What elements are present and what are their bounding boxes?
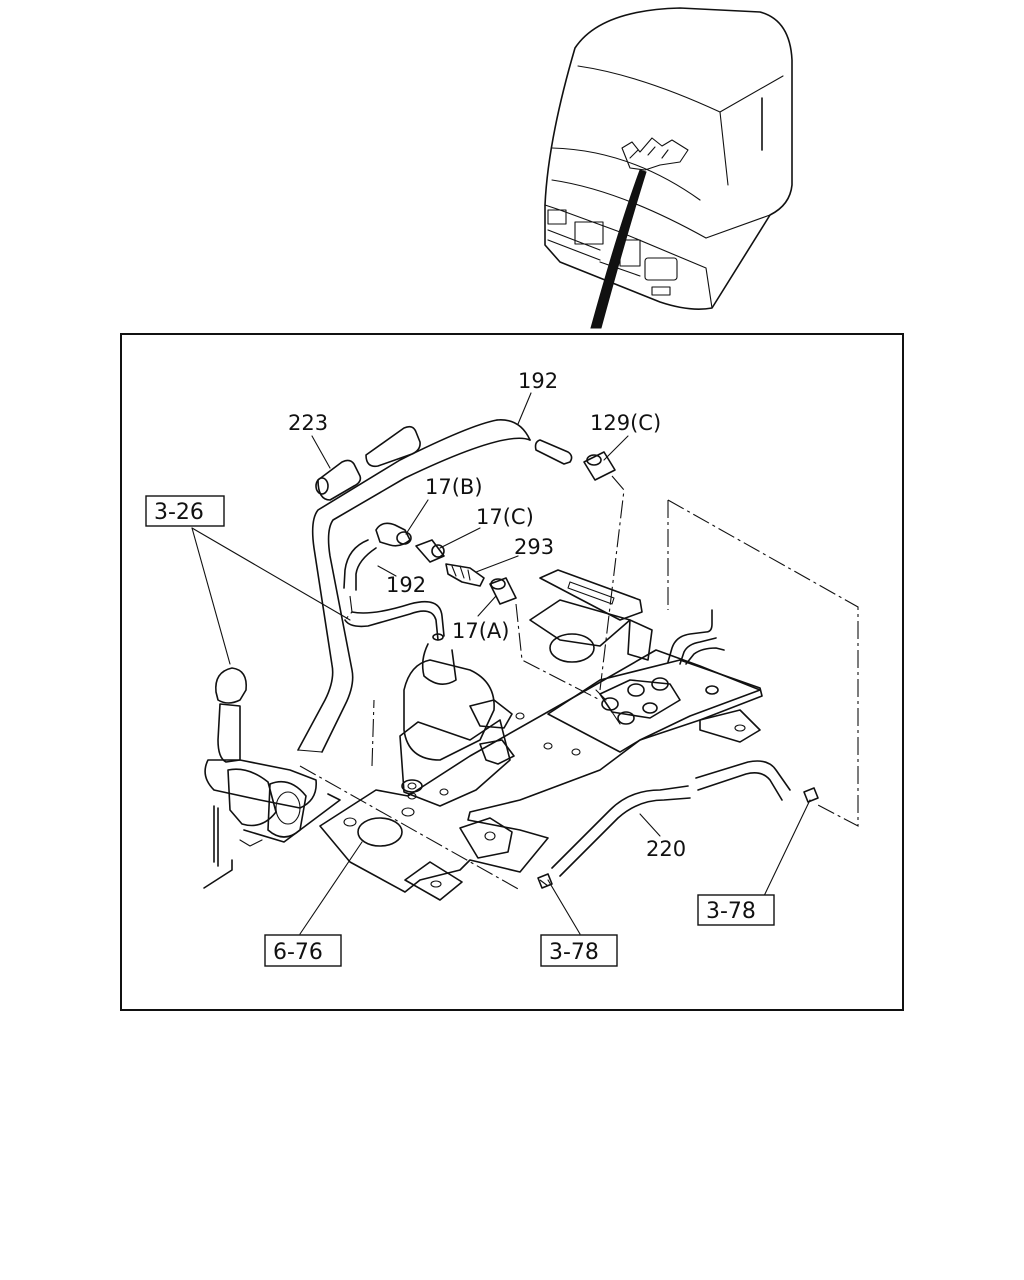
mounting-plate: [319, 649, 761, 901]
ref-6-76-text: 6-76: [273, 940, 323, 965]
regulator-assembly: [399, 643, 581, 807]
guide-line-left: [299, 699, 521, 891]
label-17b: 17(B): [425, 475, 483, 499]
diagram-frame: [120, 333, 904, 1011]
ref-3-26-text: 3-26: [154, 500, 204, 525]
label-17a: 17(A): [452, 619, 509, 643]
label-192-top: 192: [518, 369, 558, 393]
panel-outline: [667, 499, 859, 827]
part-labels: 192 223 129(C) 17(B) 17(C) 293 192 17(A)…: [288, 369, 686, 861]
valve-293: [445, 563, 485, 587]
guide-line-center: [519, 769, 601, 801]
label-17c: 17(C): [476, 505, 534, 529]
connector-17a: [489, 577, 601, 701]
fitting-129c: [583, 451, 625, 691]
ref-3-78-right-text: 3-78: [706, 899, 756, 924]
ref-box-3-26[interactable]: 3-26: [145, 495, 225, 527]
brake-valve-assembly: [203, 667, 341, 889]
label-220: 220: [646, 837, 686, 861]
ref-3-78-bottom-text: 3-78: [549, 940, 599, 965]
label-223: 223: [288, 411, 328, 435]
valve-block: [595, 677, 719, 725]
ref-box-3-78-bottom[interactable]: 3-78: [540, 934, 618, 967]
hose-220: [537, 760, 819, 889]
label-129c: 129(C): [590, 411, 661, 435]
hose-192-short: [534, 439, 573, 465]
connector-17c: [415, 539, 445, 563]
hose-192-mid: [343, 539, 445, 641]
leader-lines: [191, 392, 811, 935]
hose-right-pair: [667, 609, 725, 665]
upper-bracket: [529, 569, 763, 753]
hose-223: [315, 425, 421, 501]
ref-box-6-76[interactable]: 6-76: [264, 934, 342, 967]
label-293: 293: [514, 535, 554, 559]
ref-box-3-78-right[interactable]: 3-78: [697, 894, 775, 926]
truck-cab-illustration: [544, 7, 793, 329]
elbow-17b: [375, 522, 412, 547]
hose-192-long: [297, 419, 531, 753]
label-192-mid: 192: [386, 573, 426, 597]
